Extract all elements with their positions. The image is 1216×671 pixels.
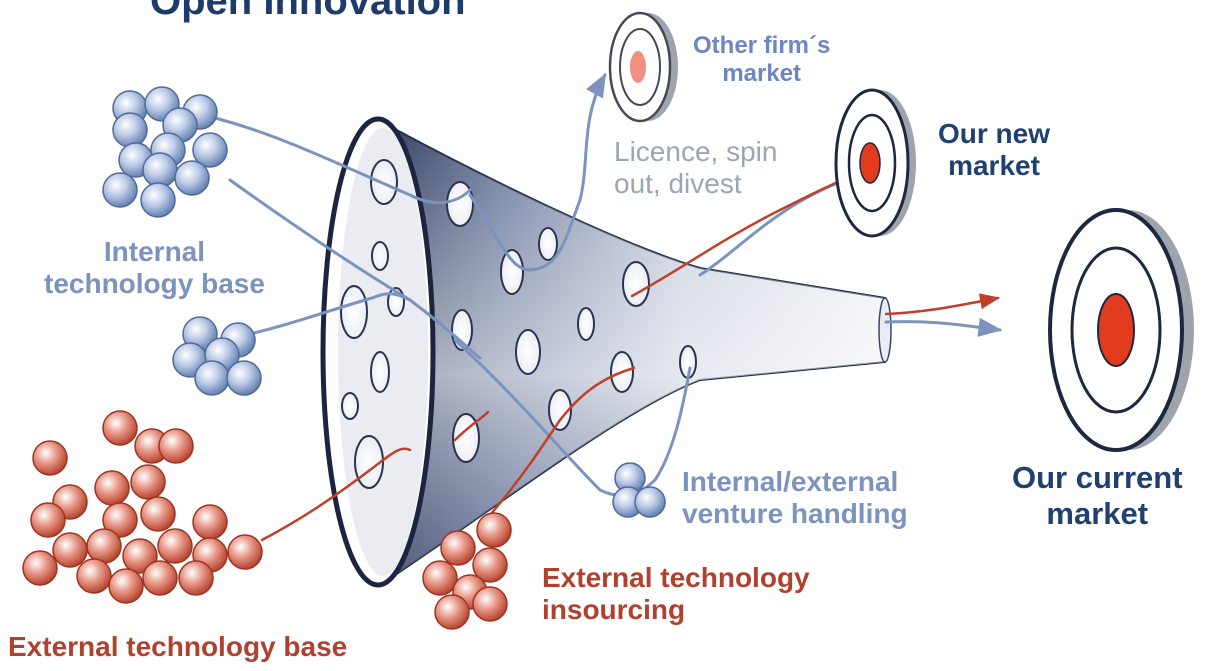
funnel-hole: [341, 392, 359, 420]
cluster-internal-technology-base: [102, 86, 228, 218]
flow-line-insourcing: [453, 410, 490, 442]
funnel-hole: [500, 249, 524, 295]
flow-line-spinout: [468, 72, 607, 272]
label-line: Internal/external: [682, 466, 899, 497]
funnel-hole: [371, 241, 389, 271]
funnel-hole: [538, 227, 558, 261]
funnel-hole: [515, 329, 541, 375]
label-line: Our new: [938, 118, 1051, 149]
funnel-hole: [622, 261, 650, 307]
cluster-external-insourcing: [422, 512, 512, 630]
funnel-hole: [370, 159, 398, 205]
flow-line-current-market-blue: [884, 317, 1003, 337]
flow-line-current-market-red: [884, 293, 1000, 316]
flow-line-new-market-red: [630, 170, 862, 298]
label-line: venture handling: [682, 498, 908, 530]
flow-line-internal: [243, 292, 412, 337]
funnel-hole: [370, 351, 390, 393]
page-title: Open Innovation: [150, 0, 466, 23]
label-internal-technology-base: Internal technology base: [44, 236, 265, 300]
label-our-current-market: Our current market: [1012, 460, 1183, 531]
label-line: insourcing: [542, 594, 686, 626]
funnel-tip: [878, 297, 892, 363]
funnel-hole: [577, 307, 595, 341]
label-line: technology base: [44, 268, 265, 300]
label-external-insourcing: External technology insourcing: [542, 562, 810, 626]
target-other-firm-market: [608, 11, 678, 123]
funnel-hole: [548, 389, 572, 431]
label-venture-handling: Internal/external venture handling: [682, 466, 908, 530]
label-other-firm-market: Other firm´s market: [693, 32, 830, 87]
label-licence-spinout: Licence, spin out, divest: [614, 136, 777, 200]
label-our-new-market: Our new market: [938, 118, 1050, 182]
target-our-current-market: [1048, 208, 1194, 452]
label-line: Our current: [1012, 460, 1183, 495]
flow-line-internal: [213, 116, 472, 205]
label-line: out, divest: [614, 168, 742, 200]
label-line: External technology: [542, 562, 810, 593]
cluster-external-technology-base: [22, 410, 263, 604]
cluster-internal-small: [172, 316, 262, 396]
label-line: market: [948, 150, 1040, 182]
funnel-body-shade: [378, 120, 885, 585]
target-our-new-market: [834, 88, 916, 238]
label-line: Licence, spin: [614, 136, 778, 167]
label-line: market: [722, 59, 802, 87]
label-line: Internal: [103, 236, 206, 267]
label-external-technology-base: External technology base: [8, 631, 348, 662]
label-line: Other firm´s: [693, 32, 831, 59]
funnel-hole: [446, 181, 474, 227]
flow-line-internal: [228, 178, 482, 360]
flow-line-insourcing: [488, 366, 636, 517]
flow-line-external: [260, 447, 412, 542]
funnel-hole: [340, 285, 368, 339]
innovation-funnel: [320, 116, 892, 588]
cluster-venture: [612, 462, 666, 518]
label-line: market: [1046, 495, 1149, 531]
